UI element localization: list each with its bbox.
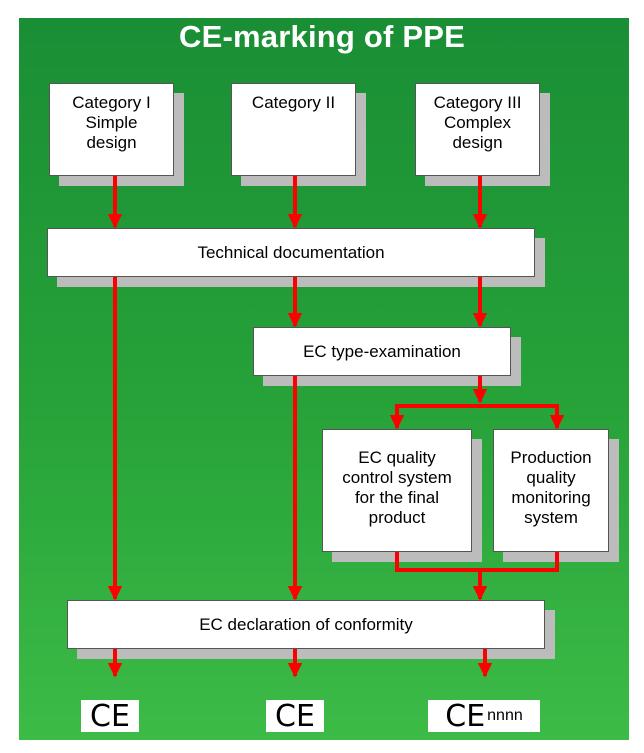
connector bbox=[395, 552, 559, 572]
ce-mark-text: CE bbox=[275, 698, 315, 734]
ce-mark: CE bbox=[266, 698, 324, 734]
ce-mark-text: CE bbox=[90, 698, 130, 734]
category-1-box: Category I Simple design bbox=[49, 83, 174, 176]
diagram-title: CE-marking of PPE bbox=[179, 19, 465, 54]
type-examination-box: EC type-examination bbox=[253, 327, 511, 376]
technical-documentation-box: Technical documentation bbox=[47, 228, 535, 277]
ce-mark-text: CE bbox=[445, 698, 486, 734]
quality-control-label: EC quality control system for the final … bbox=[342, 448, 452, 527]
production-monitoring-box: Production quality monitoring system bbox=[493, 429, 609, 552]
technical-documentation-label: Technical documentation bbox=[197, 242, 385, 262]
category-2-box: Category II bbox=[231, 83, 356, 176]
quality-control-box: EC quality control system for the final … bbox=[322, 429, 472, 552]
declaration-label: EC declaration of conformity bbox=[199, 614, 413, 634]
type-examination-label: EC type-examination bbox=[303, 341, 461, 361]
ce-mark: CE bbox=[81, 698, 139, 734]
category-3-box: Category III Complex design bbox=[415, 83, 540, 176]
category-2-label: Category II bbox=[251, 93, 336, 112]
notified-body-number: nnnn bbox=[487, 707, 523, 724]
category-3-label: Category III Complex design bbox=[433, 93, 522, 152]
category-1-label: Category I Simple design bbox=[72, 93, 151, 152]
declaration-box: EC declaration of conformity bbox=[67, 600, 545, 649]
ce-mark-with-number: CE nnnn bbox=[428, 698, 540, 734]
connector bbox=[395, 404, 559, 428]
production-monitoring-label: Production quality monitoring system bbox=[510, 448, 592, 527]
